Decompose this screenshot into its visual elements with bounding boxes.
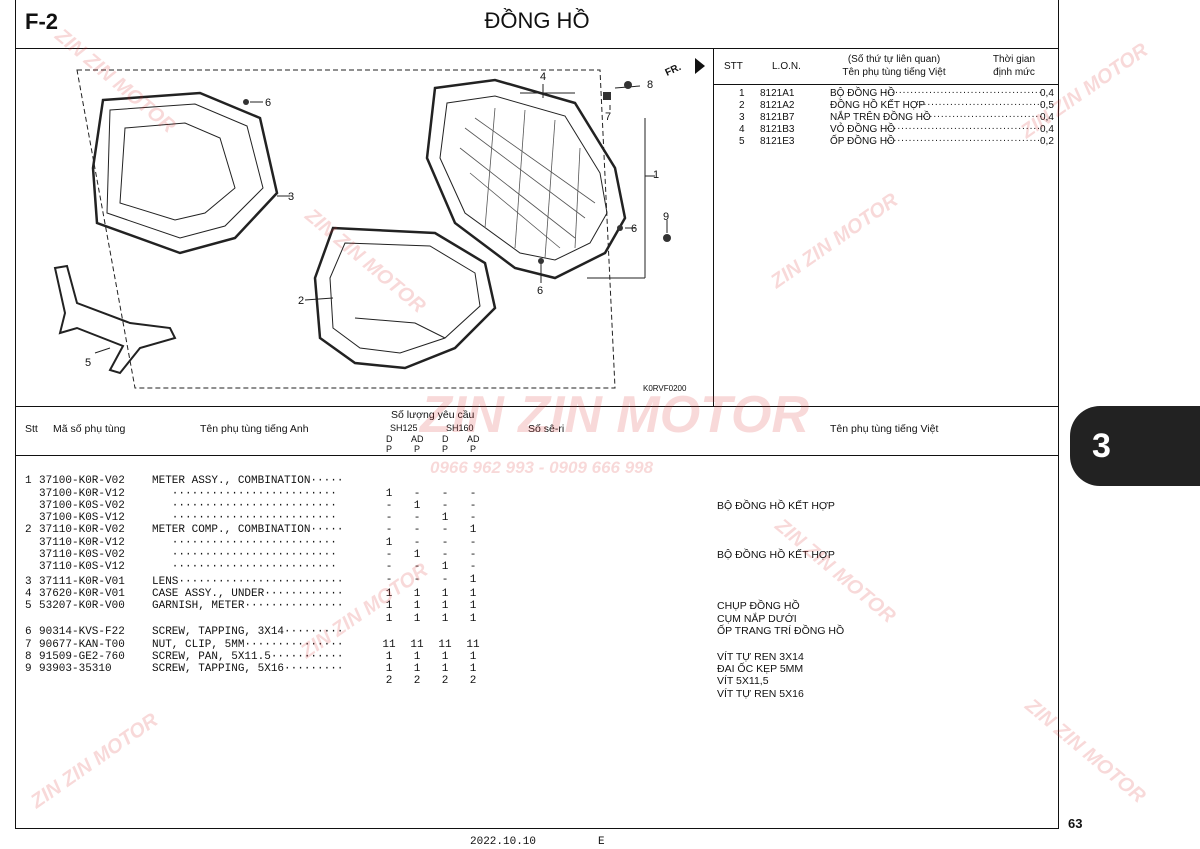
table-row: 37110-K0S-V12 ························· … [39, 561, 477, 586]
fr-arrow-icon [695, 58, 705, 74]
lon-header-lon: L.O.N. [772, 61, 801, 72]
assembly-frame [76, 69, 616, 389]
callout-6b: 6 [631, 223, 637, 235]
callout-7: 7 [605, 111, 611, 123]
lon-header-stt: STT [724, 61, 743, 72]
table-row: 37110-K0S-V02 ························· … [39, 549, 477, 574]
callout-3: 3 [288, 191, 294, 203]
garnish-part [53, 264, 177, 375]
lens-part [91, 91, 279, 255]
header-model-sh125: SH125 [390, 423, 418, 433]
parts-table-header: Stt Mã số phụ tùng Tên phụ tùng tiếng An… [15, 406, 1059, 456]
lon-header-time1: Thời gian [992, 54, 1036, 65]
callout-6c: 6 [537, 285, 543, 297]
diagram-drawing: 6 3 2 5 4 8 7 1 6 9 6 FR. [53, 58, 705, 389]
exploded-diagram: 6 3 2 5 4 8 7 1 6 9 6 FR. K0RVF0200 [15, 48, 714, 406]
header-qty-required: Số lượng yêu cầu [391, 409, 475, 421]
callout-6a: 6 [265, 97, 271, 109]
section-code: F-2 [25, 9, 58, 34]
page-title: ĐỒNG HỒ [484, 8, 590, 33]
table-row: 37100-K0S-V02 ························· … [39, 499, 477, 525]
table-row: 37100-K0R-V12 ························· … [39, 487, 477, 512]
table-row: 37110-K0R-V12 ························· … [39, 536, 477, 562]
meter-assy-part [425, 78, 627, 280]
lon-table: STT L.O.N. (Số thứ tự liên quan) Tên phụ… [714, 48, 1059, 406]
header-serial: Số sê-ri [528, 423, 565, 435]
header-name-en: Tên phụ tùng tiếng Anh [200, 423, 309, 435]
callout-4: 4 [540, 71, 546, 83]
footer-edition: E [598, 836, 605, 848]
lon-header-ref1: (Số thứ tự liên quan) [847, 54, 941, 65]
chapter-tab: 3 [1070, 406, 1200, 486]
header-stt: Stt [25, 423, 38, 435]
meter-comp-part [313, 226, 497, 370]
fr-label: FR. [664, 62, 683, 79]
header-name-vn: Tên phụ tùng tiếng Việt [830, 423, 939, 435]
header-part-no: Mã số phụ tùng [53, 423, 126, 435]
callout-5: 5 [85, 357, 91, 369]
diagram-id: K0RVF0200 [643, 384, 687, 393]
page-frame [15, 0, 1059, 829]
footer-date: 2022.10.10 [470, 836, 537, 848]
callout-9: 9 [663, 211, 669, 223]
callout-8: 8 [647, 79, 653, 91]
callout-2: 2 [298, 295, 304, 307]
header-model-sh160: SH160 [446, 423, 474, 433]
page-header: F-2 ĐỒNG HỒ [15, 0, 1059, 49]
table-row: 37100-K0S-V12 ························· … [39, 512, 477, 537]
lon-header-time2: định mức [993, 67, 1035, 78]
callout-1: 1 [653, 169, 659, 181]
page-number: 63 [1068, 816, 1083, 831]
lon-header-ref2: Tên phụ tùng tiếng Việt [842, 67, 946, 78]
